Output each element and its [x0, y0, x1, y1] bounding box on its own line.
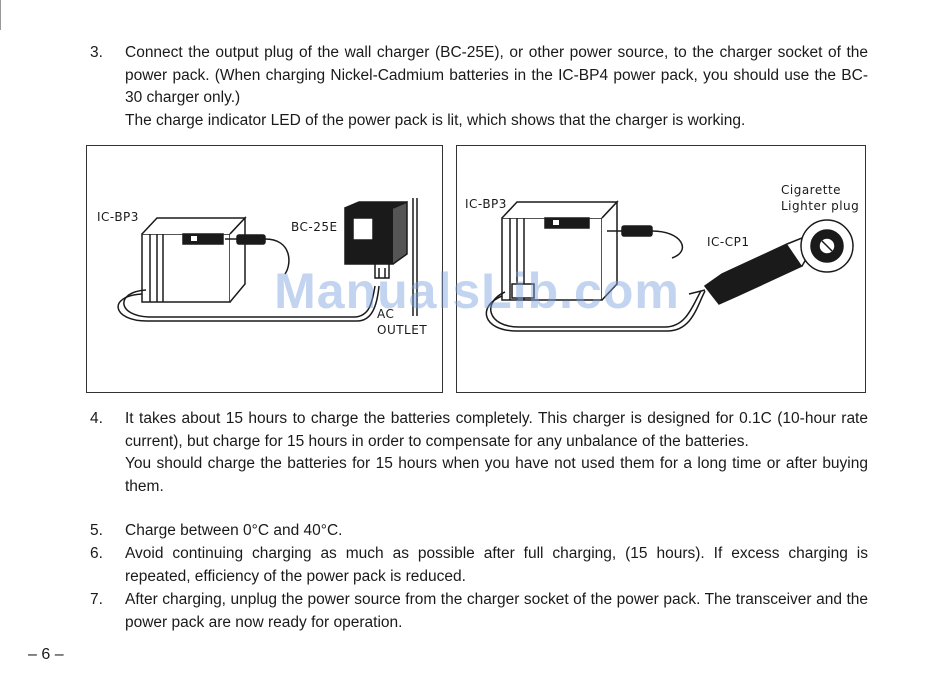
step-6-number: 6. [90, 545, 103, 562]
figure-cigarette-lighter: IC-BP3 Cigarette Lighter plug IC-CP1 [456, 145, 866, 393]
step-5-number: 5. [90, 522, 103, 539]
lighter-socket-drawing [800, 219, 854, 273]
step-6: 6. Avoid continuing charging as much as … [90, 543, 868, 588]
watermark: ManualsLib.com [274, 263, 680, 319]
label-ac: AC [377, 307, 394, 321]
step-7-text: After charging, unplug the power source … [125, 591, 868, 631]
step-6-text: Avoid continuing charging as much as pos… [125, 545, 868, 585]
figure-wall-charger: IC-BP3 BC-25E AC OUTLET [86, 145, 443, 393]
step-4-paragraph-1: It takes about 15 hours to charge the ba… [125, 410, 868, 450]
label-cigarette: Cigarette [781, 183, 841, 197]
label-bc-25e: BC-25E [291, 220, 338, 234]
battery-pack-drawing-right [501, 200, 619, 301]
step-4-number: 4. [90, 410, 103, 427]
page-number: – 6 – [28, 646, 64, 663]
step-3-paragraph-1: Connect the output plug of the wall char… [125, 44, 868, 106]
wall-adapter-drawing [344, 198, 418, 316]
step-7-number: 7. [90, 591, 103, 608]
step-3-number: 3. [90, 44, 103, 61]
step-3: 3. Connect the output plug of the wall c… [90, 42, 868, 132]
step-7: 7. After charging, unplug the power sour… [90, 589, 868, 634]
label-outlet: OUTLET [377, 323, 427, 337]
label-ic-bp3-left: IC-BP3 [97, 210, 139, 224]
step-3-paragraph-2: The charge indicator LED of the power pa… [125, 111, 746, 129]
label-ic-bp3-right: IC-BP3 [465, 197, 507, 211]
scan-edge-mark [0, 0, 1, 30]
step-4-paragraph-2: You should charge the batteries for 15 h… [125, 455, 868, 495]
ic-cp1-cable-drawing [485, 225, 706, 332]
label-ic-cp1: IC-CP1 [707, 235, 750, 249]
battery-pack-drawing [141, 216, 247, 303]
step-5: 5. Charge between 0°C and 40°C. [90, 520, 868, 543]
label-lighter-plug: Lighter plug [781, 199, 859, 213]
step-5-text: Charge between 0°C and 40°C. [125, 522, 343, 539]
step-4: 4. It takes about 15 hours to charge the… [90, 408, 868, 498]
charger-cable-drawing [117, 234, 380, 322]
